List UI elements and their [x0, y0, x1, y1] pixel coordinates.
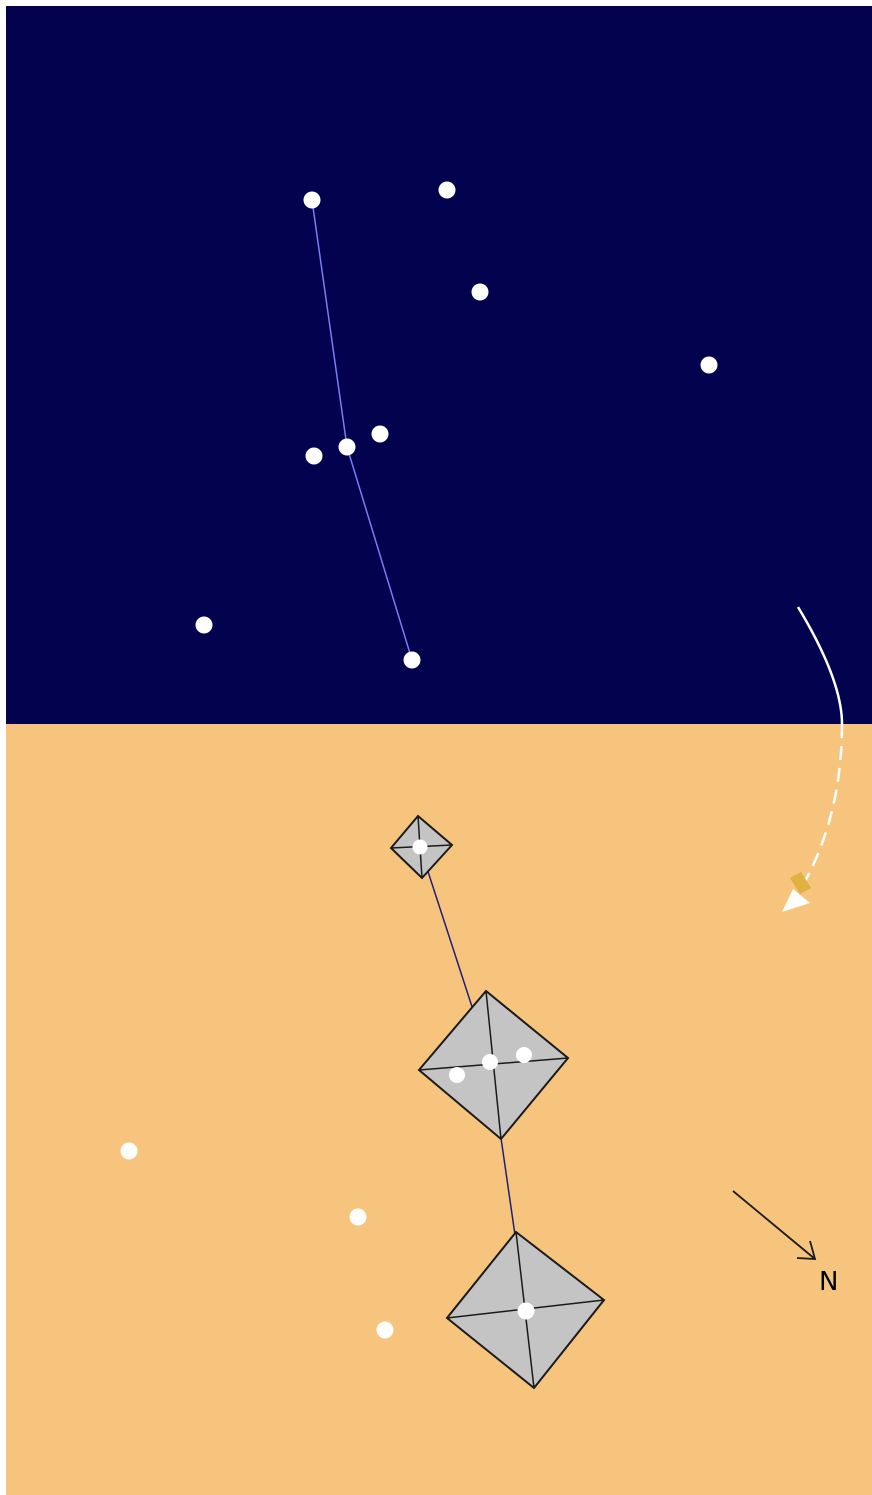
ground-star [350, 1209, 367, 1226]
ground-star [482, 1054, 498, 1070]
ground-star [449, 1067, 465, 1083]
ground-star [516, 1047, 532, 1063]
sky-star [472, 284, 489, 301]
sky-star [306, 448, 323, 465]
ground-star [121, 1143, 138, 1160]
ground-star [413, 840, 428, 855]
sky-star [196, 617, 213, 634]
sky-star [304, 192, 321, 209]
sky-star [404, 652, 421, 669]
sky-star [372, 426, 389, 443]
sky-star [439, 182, 456, 199]
sky-panel [6, 6, 872, 724]
sky-star [701, 357, 718, 374]
sky-star [339, 439, 356, 456]
north-label: N [819, 1267, 838, 1297]
ground-star [518, 1303, 535, 1320]
ground-star [377, 1322, 394, 1339]
